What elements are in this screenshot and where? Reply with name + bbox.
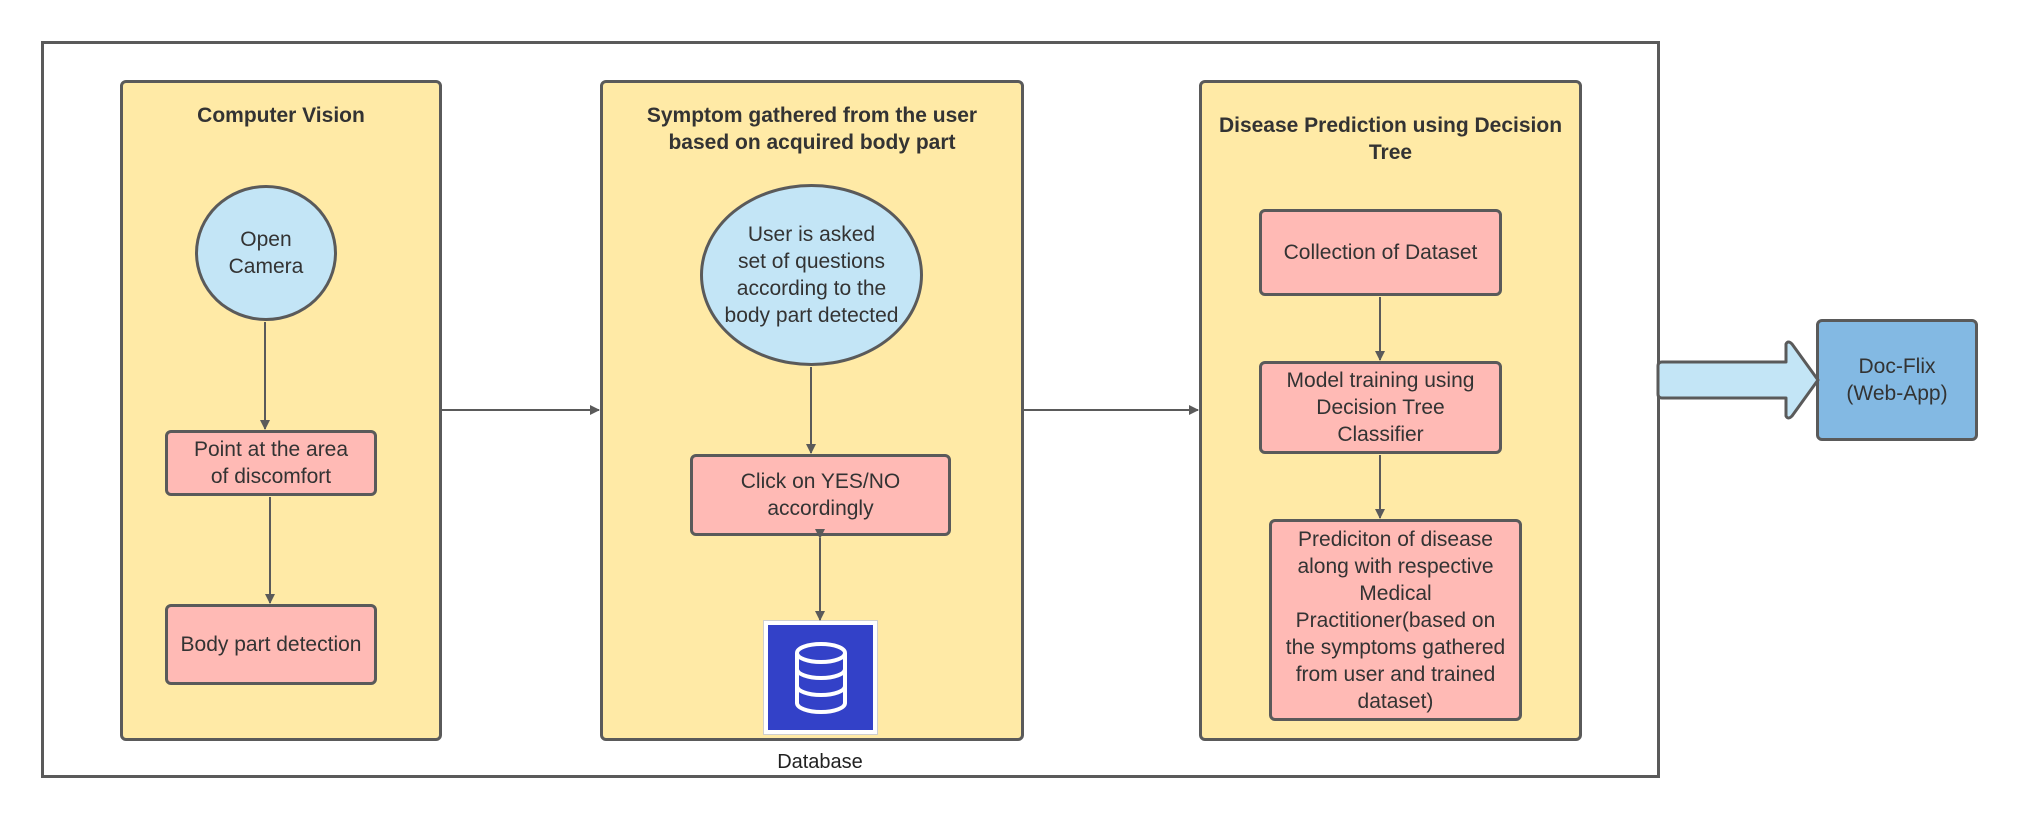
collection-of-dataset-node: Collection of Dataset (1259, 209, 1502, 296)
disease-prediction-node: Prediciton of disease along with respect… (1269, 519, 1522, 721)
body-part-detection-node: Body part detection (165, 604, 377, 685)
database-node (764, 621, 877, 734)
point-area-node: Point at the area of discomfort (165, 430, 377, 496)
panel-disease-prediction-title: Disease Prediction using Decision Tree (1218, 114, 1563, 164)
model-training-node: Model training using Decision Tree Class… (1259, 361, 1502, 454)
questions-node: User is asked set of questions according… (700, 184, 923, 366)
block-arrow-right-icon (1656, 340, 1820, 420)
system-frame (41, 41, 1660, 778)
open-camera-node: Open Camera (195, 185, 337, 321)
database-label: Database (777, 751, 863, 773)
click-yes-no-node: Click on YES/NO accordingly (690, 454, 951, 536)
panel-computer-vision-title: Computer Vision (197, 104, 365, 127)
database-icon (794, 641, 847, 714)
panel-symptom-gathering-title: Symptom gathered from the user based on … (646, 104, 978, 154)
